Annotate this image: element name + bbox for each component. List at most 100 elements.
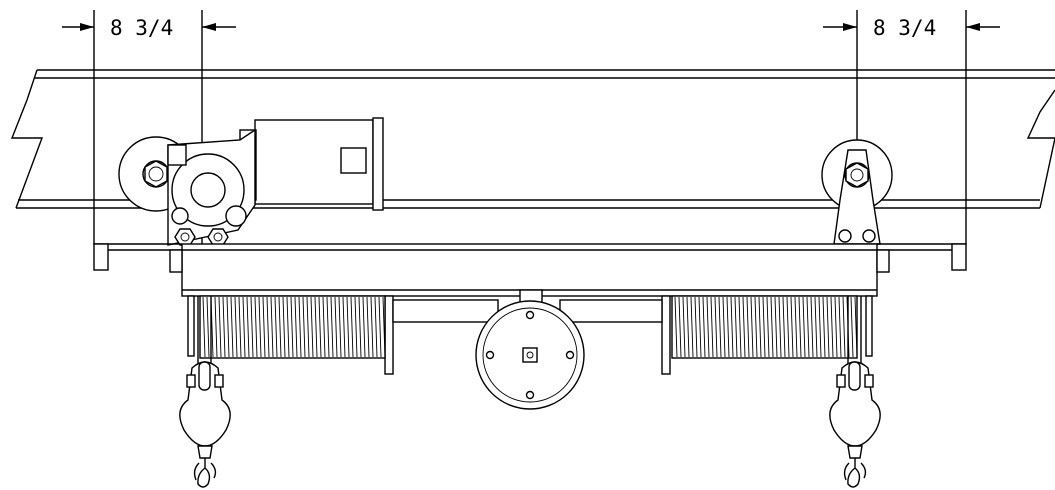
rope-groove [706, 296, 710, 358]
rope-groove [250, 296, 254, 358]
rope-groove [774, 296, 778, 358]
rope-groove [674, 296, 678, 358]
rope-groove [374, 296, 378, 358]
rope-groove [306, 296, 310, 358]
rope-drum-left [187, 295, 394, 375]
dimension-label-left: 8 3/4 [110, 16, 173, 40]
rope-groove [690, 296, 694, 358]
rope-groove [770, 296, 774, 358]
rope-groove [814, 296, 818, 358]
rope-groove [698, 296, 702, 358]
rope-groove [842, 296, 846, 358]
rope-groove [358, 296, 362, 358]
rope-groove [802, 296, 806, 358]
rope-groove [730, 296, 734, 358]
hook-block-right [829, 296, 881, 488]
rope-groove [298, 296, 302, 358]
drive-motor [239, 117, 384, 211]
rope-groove [806, 296, 810, 358]
rope-groove [790, 296, 794, 358]
rope-groove [366, 296, 370, 358]
hook-block-left [179, 296, 231, 488]
rope-groove [758, 296, 762, 358]
rope-groove [738, 296, 742, 358]
rope-groove [778, 296, 782, 358]
rope-groove [742, 296, 746, 358]
rope-groove [234, 296, 238, 358]
rope-groove [266, 296, 270, 358]
rope-groove [830, 296, 834, 358]
rope-groove [330, 296, 334, 358]
rope-groove [382, 296, 386, 358]
rope-groove [750, 296, 754, 358]
rope-groove [294, 296, 298, 358]
arrowhead [843, 23, 857, 31]
rope-groove [314, 296, 318, 358]
rope-groove [838, 296, 842, 358]
rope-groove [262, 296, 266, 358]
rope-groove [286, 296, 290, 358]
rope-groove [762, 296, 766, 358]
rope-groove [302, 296, 306, 358]
rope-groove [854, 296, 858, 358]
junction-box [340, 147, 367, 174]
rope-groove [222, 296, 226, 358]
rope-groove [354, 296, 358, 358]
rope-groove [290, 296, 294, 358]
rope-groove [350, 296, 354, 358]
rope-groove [362, 296, 366, 358]
rope-groove [338, 296, 342, 358]
rope-groove [734, 296, 738, 358]
rope-groove [206, 296, 210, 358]
rope-groove [794, 296, 798, 358]
rope-groove [214, 296, 218, 358]
rope-grooves [202, 296, 858, 358]
rope-groove [370, 296, 374, 358]
rope-groove [754, 296, 758, 358]
rope-groove [682, 296, 686, 358]
rope-groove [810, 296, 814, 358]
rope-groove [822, 296, 826, 358]
rope-groove [782, 296, 786, 358]
rope-groove [282, 296, 286, 358]
rope-groove [246, 296, 250, 358]
rope-groove [274, 296, 278, 358]
dimension-label-right: 8 3/4 [873, 16, 936, 40]
rope-groove [834, 296, 838, 358]
dimension-left: 8 3/4 [62, 10, 236, 245]
rope-groove [714, 296, 718, 358]
rope-groove [850, 296, 854, 358]
rope-groove [798, 296, 802, 358]
rope-groove [718, 296, 722, 358]
rope-groove [270, 296, 274, 358]
drive-wheel-left [118, 128, 256, 246]
rope-groove [238, 296, 242, 358]
rope-groove [230, 296, 234, 358]
rope-groove [786, 296, 790, 358]
rope-groove [326, 296, 330, 358]
arrowhead [202, 23, 216, 31]
rope-groove [334, 296, 338, 358]
rope-groove [722, 296, 726, 358]
rope-groove [678, 296, 682, 358]
center-gear-disc [475, 289, 585, 410]
rope-groove [226, 296, 230, 358]
drum-shaft [392, 299, 663, 323]
rope-groove [710, 296, 714, 358]
rope-groove [242, 296, 246, 358]
rope-groove [258, 296, 262, 358]
rope-groove [766, 296, 770, 358]
rope-groove [746, 296, 750, 358]
rope-groove [346, 296, 350, 358]
rope-groove [694, 296, 698, 358]
arrowhead [80, 23, 94, 31]
rope-groove [726, 296, 730, 358]
arrowhead [966, 23, 980, 31]
rope-groove [318, 296, 322, 358]
rope-groove [322, 296, 326, 358]
rope-groove [254, 296, 258, 358]
rope-groove [702, 296, 706, 358]
rope-groove [278, 296, 282, 358]
